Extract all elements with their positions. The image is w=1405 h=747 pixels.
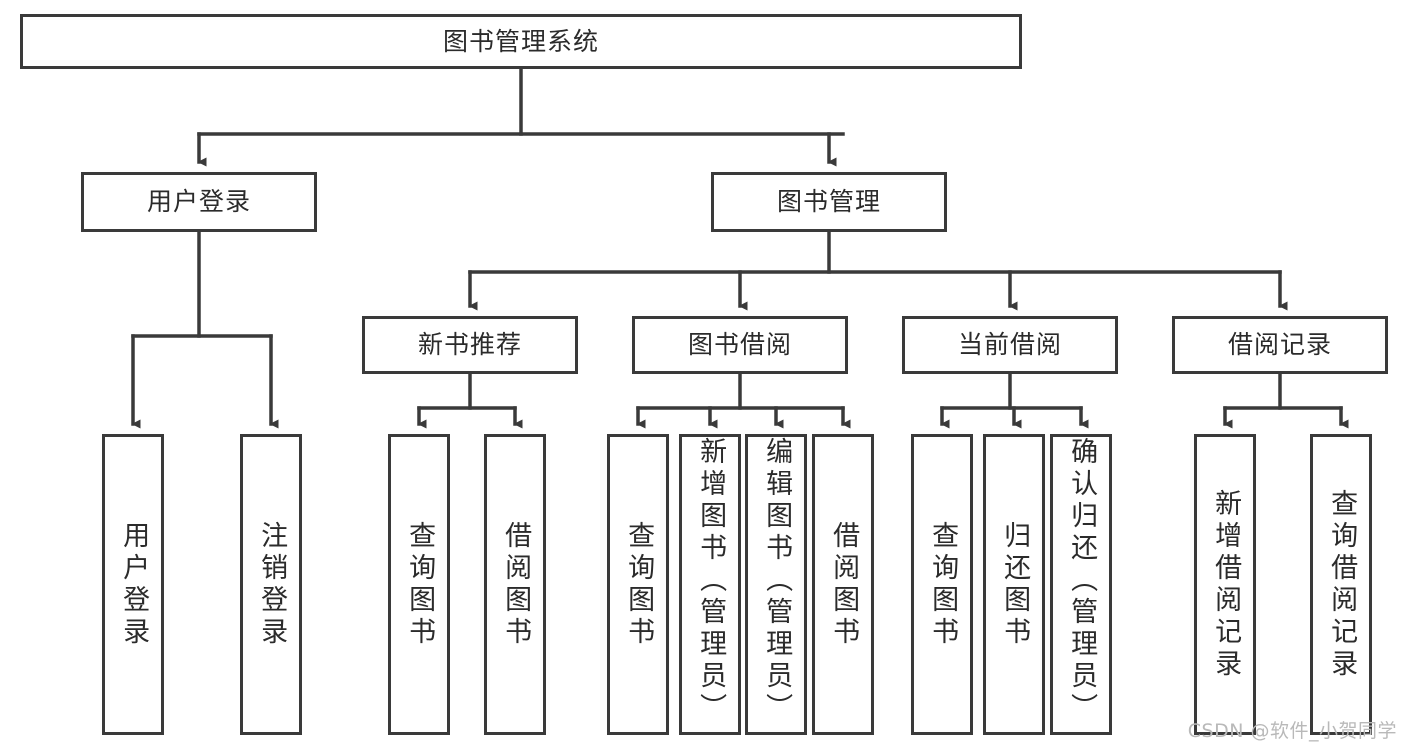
node-book-manage-label: 图书管理 bbox=[776, 187, 881, 216]
node-leaf-borrow-book-2-label: 借阅图书 bbox=[828, 520, 860, 649]
node-book-borrow-label: 图书借阅 bbox=[687, 330, 792, 359]
node-leaf-add-book-admin-label: 新增图书（管理员） bbox=[695, 437, 727, 725]
node-book-borrow[interactable]: 图书借阅 bbox=[632, 316, 848, 374]
node-leaf-add-borrow-record-label: 新增借阅记录 bbox=[1210, 488, 1242, 681]
node-leaf-borrow-book-1[interactable]: 借阅图书 bbox=[484, 434, 546, 735]
node-leaf-borrow-book-1-label: 借阅图书 bbox=[500, 520, 532, 649]
node-leaf-query-book-3[interactable]: 查询图书 bbox=[911, 434, 973, 735]
node-leaf-add-book-admin[interactable]: 新增图书（管理员） bbox=[679, 434, 741, 735]
node-current-borrow-label: 当前借阅 bbox=[957, 330, 1062, 359]
node-current-borrow[interactable]: 当前借阅 bbox=[902, 316, 1118, 374]
node-book-manage[interactable]: 图书管理 bbox=[711, 172, 947, 232]
node-leaf-query-borrow-record[interactable]: 查询借阅记录 bbox=[1310, 434, 1372, 735]
node-leaf-edit-book-admin[interactable]: 编辑图书（管理员） bbox=[745, 434, 807, 735]
node-leaf-user-login[interactable]: 用户登录 bbox=[102, 434, 164, 735]
node-leaf-query-book-1[interactable]: 查询图书 bbox=[388, 434, 450, 735]
node-new-book-recommend[interactable]: 新书推荐 bbox=[362, 316, 578, 374]
node-leaf-borrow-book-2[interactable]: 借阅图书 bbox=[812, 434, 874, 735]
node-borrow-record[interactable]: 借阅记录 bbox=[1172, 316, 1388, 374]
node-user-login-label: 用户登录 bbox=[146, 187, 251, 216]
node-leaf-edit-book-admin-label: 编辑图书（管理员） bbox=[761, 437, 793, 725]
node-leaf-return-book[interactable]: 归还图书 bbox=[983, 434, 1045, 735]
node-user-login[interactable]: 用户登录 bbox=[81, 172, 317, 232]
csdn-watermark: CSDN @软件_小贺同学 bbox=[1187, 720, 1397, 742]
node-leaf-return-book-label: 归还图书 bbox=[999, 520, 1031, 649]
node-new-book-recommend-label: 新书推荐 bbox=[417, 330, 522, 359]
node-leaf-user-logout[interactable]: 注销登录 bbox=[240, 434, 302, 735]
node-leaf-confirm-return-admin-label: 确认归还（管理员） bbox=[1066, 437, 1098, 725]
node-leaf-user-login-label: 用户登录 bbox=[118, 520, 150, 649]
node-leaf-query-book-3-label: 查询图书 bbox=[927, 520, 959, 649]
node-leaf-user-logout-label: 注销登录 bbox=[256, 520, 288, 649]
node-leaf-query-borrow-record-label: 查询借阅记录 bbox=[1326, 488, 1358, 681]
node-leaf-add-borrow-record[interactable]: 新增借阅记录 bbox=[1194, 434, 1256, 735]
node-root[interactable]: 图书管理系统 bbox=[20, 14, 1022, 69]
node-leaf-confirm-return-admin[interactable]: 确认归还（管理员） bbox=[1050, 434, 1112, 735]
node-leaf-query-book-1-label: 查询图书 bbox=[404, 520, 436, 649]
node-leaf-query-book-2-label: 查询图书 bbox=[623, 520, 655, 649]
node-root-label: 图书管理系统 bbox=[442, 26, 599, 56]
node-borrow-record-label: 借阅记录 bbox=[1227, 330, 1332, 359]
node-leaf-query-book-2[interactable]: 查询图书 bbox=[607, 434, 669, 735]
